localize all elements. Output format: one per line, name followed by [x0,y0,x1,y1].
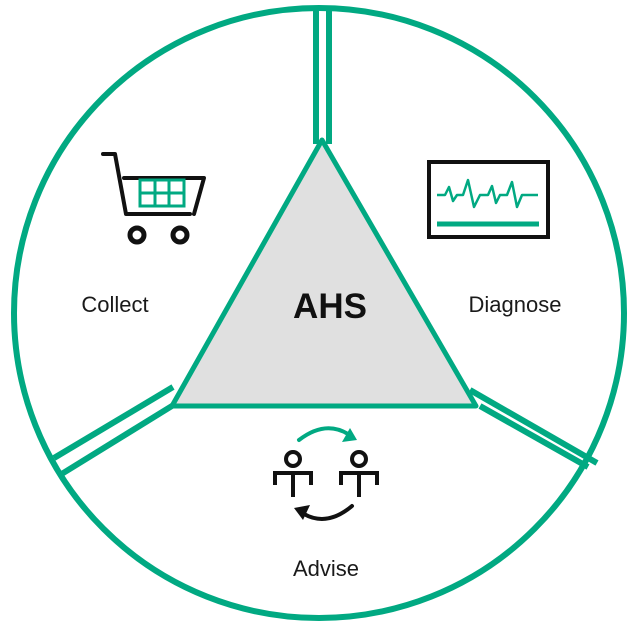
separator-right-a [468,387,599,466]
person-right-icon [339,450,379,497]
heartbeat-line [437,178,538,209]
person-left-icon [273,450,313,497]
segment-collect[interactable]: Collect [81,152,206,317]
heart-monitor-icon [427,160,550,239]
arrow-bottom-icon [294,504,354,521]
center-triangle [169,137,479,409]
cart-grid-icon [138,178,186,208]
segment-label-advise: Advise [293,556,359,581]
separator-left-b [58,398,182,478]
segment-label-collect: Collect [81,292,148,317]
people-exchange-icon [273,426,379,521]
segment-advise[interactable]: Advise [273,426,379,581]
arrow-top-icon [297,426,357,442]
segment-separators [52,6,599,478]
monitor-frame [427,160,550,239]
center-label: AHS [293,287,367,326]
separator-right-b [478,403,590,470]
segment-label-diagnose: Diagnose [469,292,562,317]
segment-diagnose[interactable]: Diagnose [427,160,562,317]
shopping-cart-icon [101,152,206,245]
separator-left-a [52,384,175,461]
